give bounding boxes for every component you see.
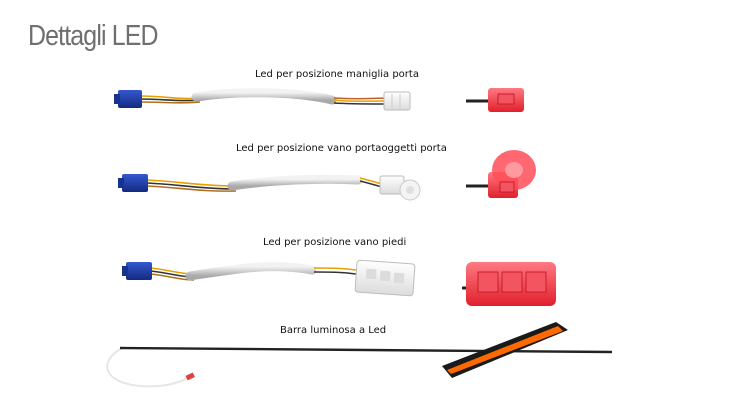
caption-door-pocket-led: Led per posizione vano portaoggetti port… — [236, 143, 447, 154]
footwell-led-red-part — [462, 262, 556, 306]
caption-footwell-led: Led per posizione vano piedi — [263, 237, 407, 248]
door-pocket-led-red-part — [466, 150, 536, 198]
caption-door-handle-led: Led per posizione maniglia porta — [255, 69, 419, 80]
door-handle-led-cable — [114, 88, 411, 111]
caption-led-light-bar: Barra luminosa a Led — [280, 325, 387, 336]
page-title: Dettagli LED — [28, 20, 159, 52]
led-bar-strip — [442, 322, 568, 378]
door-pocket-led-cable — [118, 174, 421, 201]
door-handle-led-red-part — [466, 88, 524, 112]
footwell-led-cable — [122, 259, 416, 297]
led-bar-with-wire — [106, 346, 613, 388]
